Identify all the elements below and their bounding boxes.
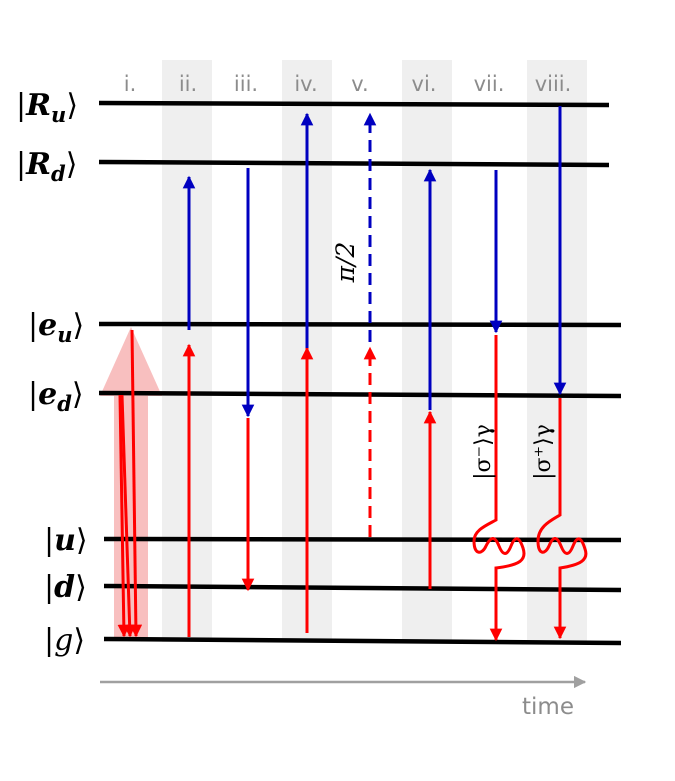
band-vi: [402, 60, 452, 642]
energy-levels: [98, 100, 622, 646]
step-i-arrows: [117, 329, 143, 638]
level-label-u: |u⟩: [44, 523, 88, 558]
level-line-eu: [98, 321, 622, 328]
level-label-eu: |eu⟩: [28, 308, 84, 347]
step-label-iii: iii.: [234, 72, 258, 96]
step-label-iv: iv.: [294, 72, 317, 96]
level-label-g: |g⟩: [44, 623, 85, 658]
time-axis: time: [100, 675, 587, 720]
step-i-decay-2: [129, 329, 143, 638]
level-label-d: |d⟩: [44, 570, 87, 605]
step-viii-arrows: [536, 106, 588, 640]
step-label-ii: ii.: [179, 72, 197, 96]
time-label: time: [522, 694, 574, 720]
pump-arrow: [100, 327, 162, 640]
sigma-plus-label: |σ⁺⟩γ: [531, 424, 556, 480]
band-viii: [527, 60, 587, 642]
level-label-Ru: |Ru⟩: [16, 88, 78, 127]
sigma-minus-label: |σ⁻⟩γ: [471, 424, 496, 480]
step-vii-arrows: [472, 170, 526, 642]
level-labels: |Ru⟩ |Rd⟩ |eu⟩ |ed⟩ |u⟩ |d⟩ |g⟩: [16, 88, 88, 658]
step-i-decay-3: [120, 394, 136, 638]
level-label-ed: |ed⟩: [28, 377, 84, 416]
level-line-ed: [98, 390, 622, 399]
step-label-viii: viii.: [535, 72, 572, 96]
step-labels: i. ii. iii. iv. v. vi. vii. viii.: [124, 72, 572, 96]
pi-half-label: π/2: [331, 242, 360, 284]
level-line-Rd: [98, 159, 610, 168]
step-label-v: v.: [351, 72, 368, 96]
level-line-u: [103, 536, 622, 543]
level-line-g: [103, 636, 622, 646]
step-i-decay-1: [117, 394, 131, 638]
band-ii: [162, 60, 212, 642]
step-label-vi: vi.: [412, 72, 437, 96]
step-label-vii: vii.: [474, 72, 505, 96]
level-line-Ru: [98, 100, 610, 108]
step-vii-photon: [472, 335, 526, 642]
level-label-Rd: |Rd⟩: [16, 147, 77, 186]
step-viii-photon: [536, 398, 588, 640]
step-label-i: i.: [124, 72, 137, 96]
